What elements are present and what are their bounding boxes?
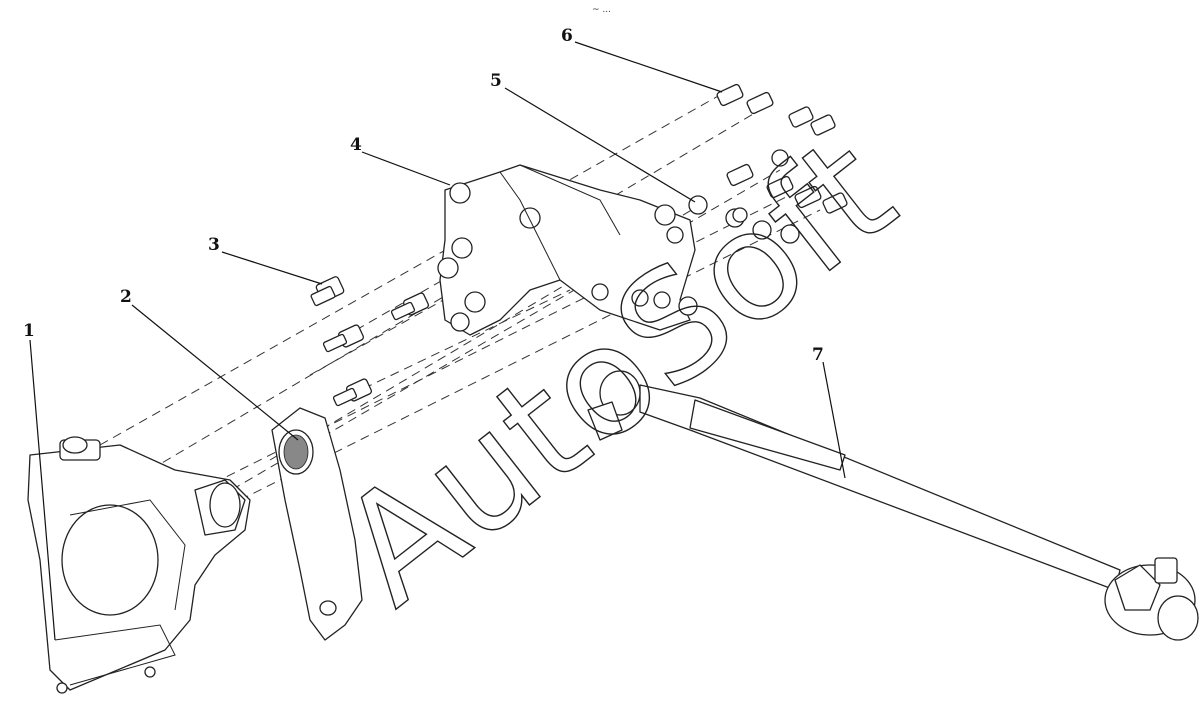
callout-2: 2 xyxy=(120,287,132,307)
callout-4: 4 xyxy=(350,135,362,155)
drag-link-rod xyxy=(587,370,1199,641)
callout-1: 1 xyxy=(23,321,35,341)
pitman-arm xyxy=(271,407,363,641)
callout-5: 5 xyxy=(490,71,502,91)
mounting-bracket xyxy=(437,164,698,336)
callout-3: 3 xyxy=(208,235,220,255)
callout-7: 7 xyxy=(812,345,824,365)
nuts-and-bolts-cluster xyxy=(688,83,848,244)
top-mark: ~ ... xyxy=(592,5,611,15)
watermark: AutoSoft xyxy=(310,105,925,639)
mounting-bolts xyxy=(310,276,430,407)
callout-6: 6 xyxy=(561,26,573,46)
callout-labels: 1 2 3 4 5 6 7 xyxy=(23,26,824,365)
steering-gear-box xyxy=(27,436,251,694)
leader-lines xyxy=(29,41,846,641)
